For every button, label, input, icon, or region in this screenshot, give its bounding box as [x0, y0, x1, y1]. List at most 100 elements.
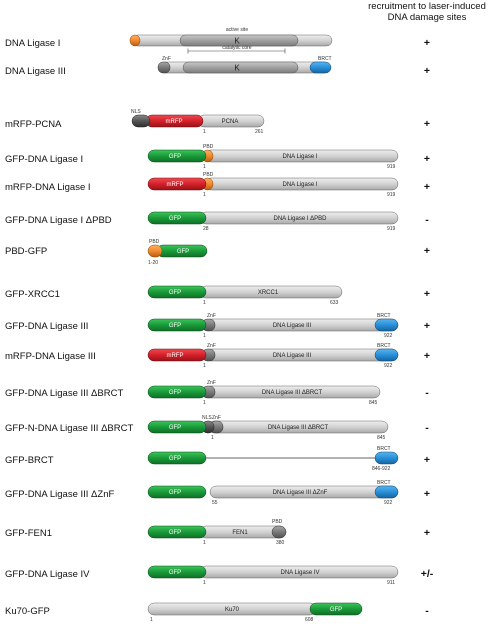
znf-text: ZnF	[212, 415, 221, 421]
row-gfp-n-dna-ligase-iii-dbrct: GFP-N-DNA Ligase III ΔBRCT NLS ZnF GFP D…	[5, 415, 429, 441]
brct-segment	[374, 318, 399, 332]
brct-text: BRCT	[377, 446, 391, 452]
brct-text: BRCT	[377, 480, 391, 486]
row-ku70-gfp: Ku70-GFP Ku70 GFP 1 608 -	[5, 602, 429, 623]
nls-text: NLS	[131, 109, 141, 115]
end-number: 633	[330, 300, 339, 306]
range-number: 846-922	[372, 466, 391, 472]
mrfp-text: mRFP	[167, 353, 184, 359]
nls-segment	[131, 114, 151, 128]
brct-segment	[374, 348, 399, 362]
result-symbol: +	[424, 527, 430, 539]
ligase-text: DNA Ligase I	[282, 154, 317, 160]
gfp-segment	[147, 525, 207, 539]
nls-text: NLS	[202, 415, 212, 421]
start-number: 1	[203, 540, 206, 546]
result-symbol: -	[425, 387, 429, 399]
end-number: 922	[384, 333, 393, 339]
ligase-text: DNA Ligase III	[273, 323, 312, 329]
end-number: 380	[276, 540, 285, 546]
brct-segment	[309, 61, 332, 74]
row-pbd-gfp: PBD-GFP PBD GFP 1-20 +	[5, 239, 430, 266]
gfp-segment	[147, 385, 207, 399]
row-label: GFP-XRCC1	[5, 289, 60, 300]
result-symbol: +	[424, 37, 430, 49]
start-number: 1	[203, 400, 206, 406]
end-number: 919	[387, 226, 396, 232]
row-label: GFP-DNA Ligase IV	[5, 569, 90, 580]
row-label: GFP-FEN1	[5, 528, 52, 539]
gfp-segment	[147, 565, 207, 579]
row-gfp-dna-ligase-iii-dznf: GFP-DNA Ligase III ΔZnF GFP DNA Ligase I…	[5, 480, 430, 506]
start-number: 1	[203, 192, 206, 198]
end-number: 845	[369, 400, 378, 406]
row-gfp-fen1: GFP-FEN1 PBD GFP FEN1 1 380 +	[5, 519, 430, 546]
brct-segment	[374, 485, 399, 499]
row-gfp-dna-ligase-iii: GFP-DNA Ligase III ZnF GFP DNA Ligase II…	[5, 313, 430, 339]
pcna-text: PCNA	[222, 119, 239, 125]
ligase-text: DNA Ligase I ΔPBD	[273, 216, 327, 222]
ligase-text: DNA Ligase III ΔZnF	[273, 490, 328, 496]
gfp-text: GFP	[169, 323, 181, 329]
row-gfp-brct: GFP-BRCT GFP BRCT 846-922 +	[5, 446, 430, 472]
gfp-text: GFP	[169, 154, 181, 160]
k-label: K	[234, 37, 240, 46]
start-number: 28	[203, 226, 209, 232]
pbd-segment	[271, 525, 287, 539]
header-line-1: recruitment to laser-induced	[368, 1, 486, 12]
pbd-text: PBD	[203, 144, 214, 150]
row-label: GFP-DNA Ligase I	[5, 154, 83, 165]
result-symbol: +	[424, 488, 430, 500]
row-label: mRFP-PCNA	[5, 119, 62, 130]
result-symbol: +	[424, 118, 430, 130]
row-dna-ligase-iii: DNA Ligase III ZnF K BRCT +	[5, 56, 430, 77]
row-gfp-xrcc1: GFP-XRCC1 GFP XRCC1 1 633 +	[5, 285, 430, 306]
result-symbol: +	[424, 245, 430, 257]
gfp-segment	[147, 285, 207, 299]
start-number: 1	[203, 164, 206, 170]
row-gfp-dna-ligase-iv: GFP-DNA Ligase IV GFP DNA Ligase IV 1 91…	[5, 565, 434, 586]
gfp-segment	[147, 451, 207, 465]
row-label: GFP-DNA Ligase I ΔPBD	[5, 215, 112, 226]
row-gfp-dna-ligase-iii-dbrct: GFP-DNA Ligase III ΔBRCT ZnF GFP DNA Lig…	[5, 380, 429, 406]
gfp-text: GFP	[177, 249, 189, 255]
row-mrfp-dna-ligase-i: mRFP-DNA Ligase I PBD mRFP DNA Ligase I …	[5, 172, 430, 198]
start-number: 1	[203, 300, 206, 306]
end-number: 919	[387, 192, 396, 198]
result-symbol: -	[425, 605, 429, 617]
row-dna-ligase-i: DNA Ligase I active site K catalytic cor…	[5, 27, 430, 54]
row-label: GFP-DNA Ligase III ΔBRCT	[5, 388, 123, 399]
result-symbol: +	[424, 320, 430, 332]
znf-text: ZnF	[162, 56, 171, 62]
start-number: 1	[203, 580, 206, 586]
gfp-text: GFP	[169, 570, 181, 576]
pbd-text: PBD	[272, 519, 283, 525]
result-symbol: +	[424, 454, 430, 466]
row-label: GFP-DNA Ligase III ΔZnF	[5, 489, 114, 500]
gfp-text: GFP	[169, 290, 181, 296]
gfp-text: GFP	[169, 216, 181, 222]
ligase-text: DNA Ligase I	[282, 182, 317, 188]
end-number: 911	[387, 580, 395, 586]
start-number: 1	[203, 129, 206, 135]
row-label: DNA Ligase III	[5, 66, 66, 77]
end-number: 922	[384, 363, 393, 369]
result-symbol: -	[425, 214, 429, 226]
gfp-segment	[309, 602, 363, 616]
mrfp-text: mRFP	[167, 182, 184, 188]
result-symbol: +	[424, 288, 430, 300]
brct-segment	[374, 451, 399, 465]
ligase-text: DNA Ligase III ΔBRCT	[262, 390, 323, 396]
gfp-text: GFP	[169, 425, 181, 431]
result-symbol: +/-	[421, 568, 434, 580]
end-number: 261	[255, 129, 264, 135]
gfp-text: GFP	[169, 530, 181, 536]
end-number: 922	[384, 500, 393, 506]
k-label: K	[234, 64, 240, 73]
catalytic-core-segment	[179, 34, 299, 47]
gfp-segment	[147, 420, 207, 434]
start-number: 1	[203, 333, 206, 339]
start-number: 1	[150, 617, 153, 623]
catalytic-core-text: catalytic core	[222, 45, 251, 51]
catalytic-segment	[182, 61, 299, 74]
